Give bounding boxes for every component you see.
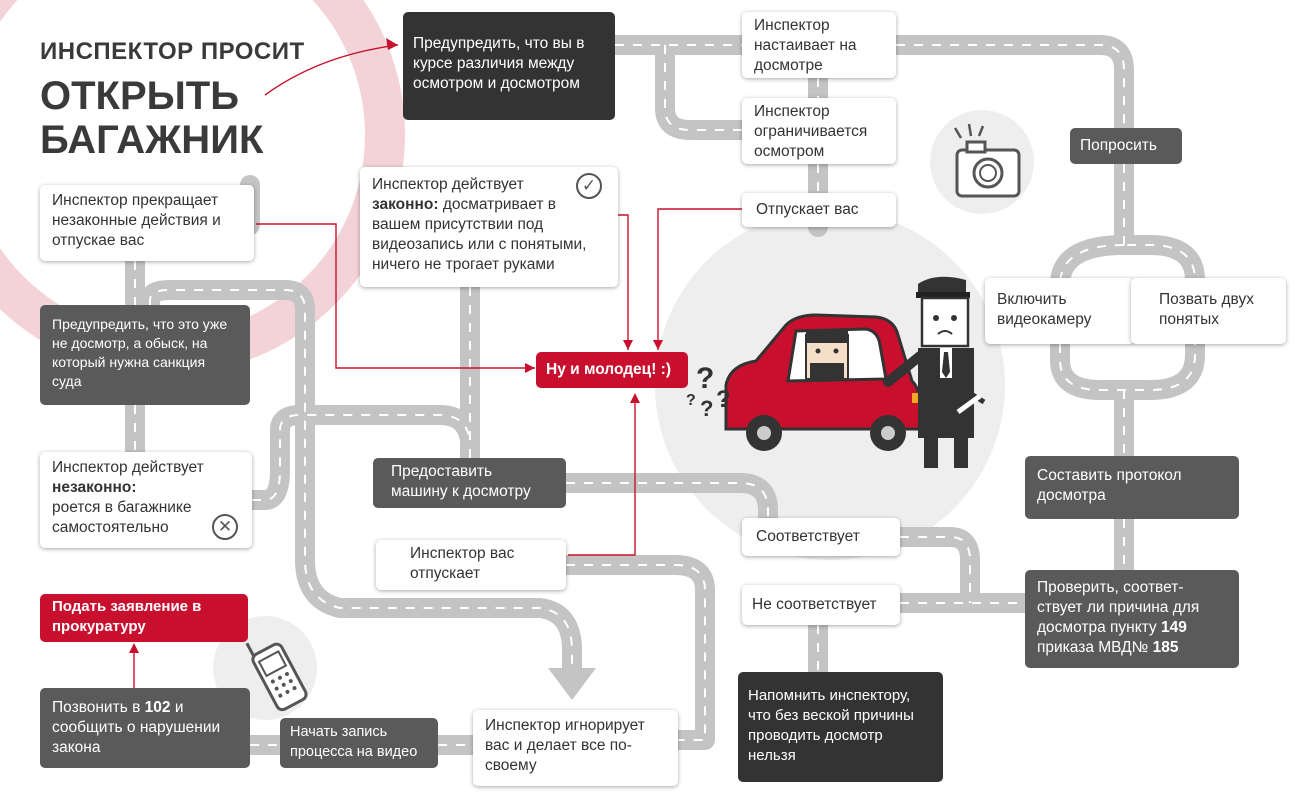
illegal-prefix: Инспектор действует bbox=[52, 459, 204, 476]
check-p149: 149 bbox=[1161, 619, 1187, 636]
box-warn-search: Предупредить, что это уже не досмотр, а … bbox=[40, 305, 250, 405]
legal-bold: законно: bbox=[372, 196, 439, 213]
check-prefix: Проверить, соответ-ствует ли причина для… bbox=[1037, 579, 1200, 636]
title-line-2: ОТКРЫТЬ bbox=[40, 74, 239, 118]
check-n185: 185 bbox=[1152, 639, 1179, 656]
box-warn-inspection: Предупредить, что вы в курсе различия ме… bbox=[403, 12, 615, 120]
box-releases-you: Отпускает вас bbox=[742, 193, 896, 227]
box-insists-search: Инспектор настаивает на досмотре bbox=[742, 12, 896, 78]
policeman-illustration bbox=[883, 276, 986, 468]
arrow-title-head bbox=[386, 38, 398, 50]
arrowhead-welldone bbox=[525, 363, 535, 373]
box-corresponds: Соответствует bbox=[742, 518, 900, 556]
cross-icon: ✕ bbox=[212, 514, 238, 540]
road-center-line bbox=[896, 44, 1125, 128]
connector-stops-to-welldone bbox=[256, 223, 535, 369]
box-start-recording: Начать запись процесса на видео bbox=[280, 718, 438, 768]
box-lets-go: Инспектор вас отпускает bbox=[376, 540, 566, 590]
box-turn-on-camera: Включить видеокамеру bbox=[985, 278, 1135, 344]
road-segment bbox=[886, 35, 1134, 138]
check-mid: приказа МВД№ bbox=[1037, 639, 1149, 656]
box-remind: Напомнить инспектору, что без веской при… bbox=[738, 672, 943, 782]
title-line-3: БАГАЖНИК bbox=[40, 118, 264, 162]
box-legal: Инспектор действует законно: досматривае… bbox=[360, 167, 618, 287]
box-ignores: Инспектор игнорирует вас и делает все по… bbox=[473, 710, 678, 786]
legal-prefix: Инспектор действует bbox=[372, 176, 524, 193]
arrowhead-letsgo bbox=[630, 393, 640, 403]
box-protocol: Составить протокол досмотра bbox=[1025, 456, 1239, 519]
arrowhead-legal bbox=[623, 340, 633, 350]
road-segment bbox=[1050, 235, 1205, 400]
arrowhead-release bbox=[653, 340, 663, 350]
box-prosecutor: Подать заявление в прокуратуру bbox=[40, 594, 248, 642]
call-rest: и сообщить о нарушении закона bbox=[52, 699, 221, 756]
road-center-line bbox=[566, 564, 706, 741]
legal-rest: досматривает в вашем присутствии под вид… bbox=[372, 196, 587, 273]
box-limits-inspection: Инспектор ограничивается осмотром bbox=[742, 98, 896, 164]
phone-icon bbox=[245, 642, 308, 712]
call-prefix: Позвонить в bbox=[52, 699, 141, 716]
connector-release-to-welldone bbox=[657, 208, 742, 350]
illegal-rest: роется в багажнике самостоятельно bbox=[52, 499, 192, 536]
road-center-line bbox=[252, 414, 471, 501]
title-line-1: ИНСПЕКТОР ПРОСИТ bbox=[40, 38, 305, 65]
box-ask: Попросить bbox=[1070, 128, 1182, 164]
box-stops-illegal: Инспектор прекращает незаконные действия… bbox=[40, 185, 254, 261]
road-center-line bbox=[566, 482, 769, 518]
arrowhead-prosecutor bbox=[129, 643, 139, 653]
box-call-102: Позвонить в 102 и сообщить о нарушении з… bbox=[40, 688, 250, 768]
road-segment bbox=[556, 473, 778, 528]
box-not-corresponds: Не соответствует bbox=[742, 585, 900, 625]
road-arrow-down bbox=[548, 668, 596, 700]
road-segment bbox=[655, 35, 752, 140]
arrow-title-to-warn bbox=[264, 44, 399, 96]
car-illustration bbox=[724, 313, 922, 451]
illegal-bold: незаконно: bbox=[52, 479, 137, 496]
box-illegal: Инспектор действует незаконно: роется в … bbox=[40, 452, 252, 548]
check-icon: ✓ bbox=[576, 173, 602, 199]
box-well-done: Ну и молодец! :) bbox=[536, 352, 688, 388]
box-check-reason: Проверить, соответ-ствует ли причина для… bbox=[1025, 570, 1239, 668]
box-provide-car: Предоставить машину к досмотру bbox=[373, 458, 566, 508]
camera-icon bbox=[953, 123, 1021, 198]
box-call-witnesses: Позвать двух понятых bbox=[1131, 278, 1286, 344]
call-102: 102 bbox=[144, 699, 171, 716]
connector-letsgo-to-welldone bbox=[568, 395, 636, 556]
road-segment bbox=[890, 527, 980, 613]
road-center-line bbox=[149, 289, 573, 668]
